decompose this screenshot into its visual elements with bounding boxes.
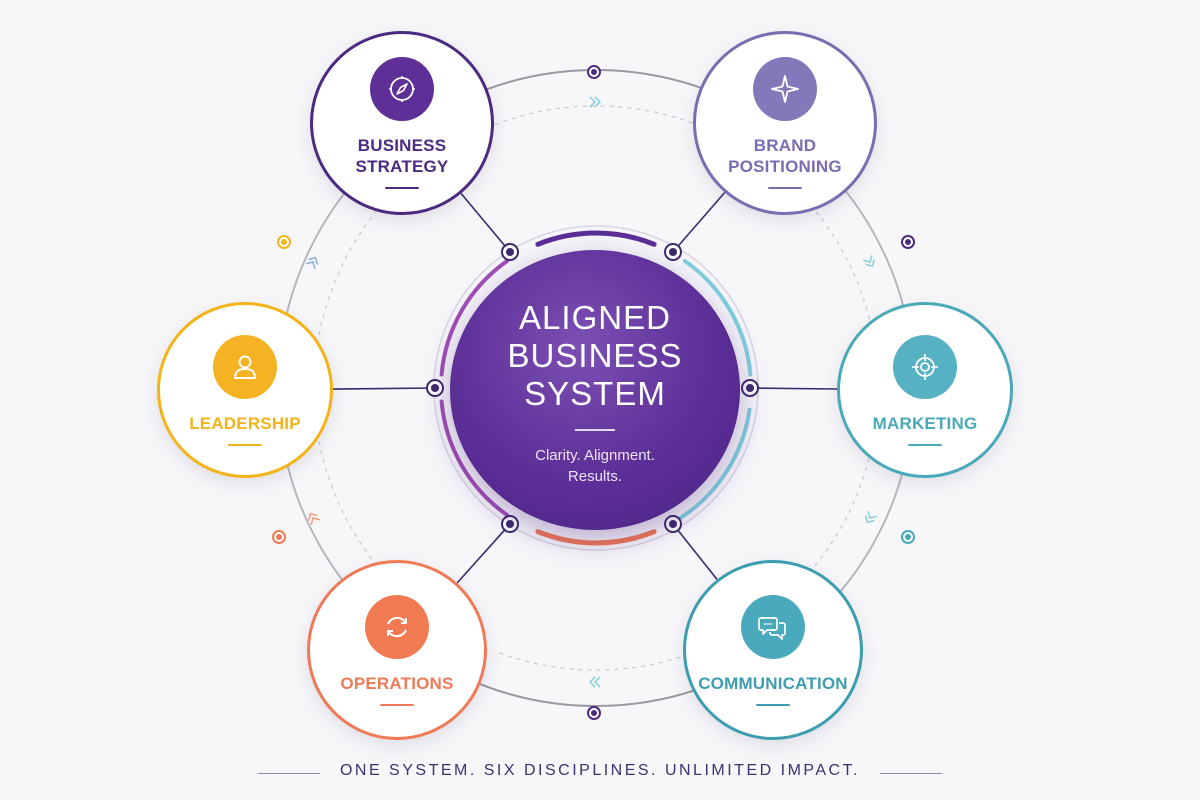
node-label-marketing: MARKETING: [872, 413, 978, 433]
spoke-line-communication: [672, 523, 718, 580]
inner-dashed-ring-segment: [494, 105, 698, 126]
center-accent-arc: [439, 259, 510, 377]
spoke-line-brand: [672, 191, 726, 253]
connector-dot-core: [669, 248, 677, 256]
spoke-line-marketing: [749, 387, 838, 390]
inner-dashed-ring-segment: [316, 202, 384, 344]
inner-dashed-ring-segment: [316, 432, 384, 574]
ring-dot-core: [591, 69, 597, 75]
chevron-arrow-icon: [862, 254, 876, 268]
tagline: ONE SYSTEM. SIX DISCIPLINES. UNLIMITED I…: [339, 762, 861, 779]
node-underline: [380, 703, 414, 706]
center-hub: ALIGNED BUSINESS SYSTEM Clarity. Alignme…: [450, 250, 740, 530]
person-icon: [213, 334, 277, 399]
tagline-rule-left: [258, 773, 320, 774]
spoke-line-leadership: [332, 387, 436, 390]
spoke-line-strategy: [460, 192, 511, 253]
center-title: ALIGNED BUSINESS SYSTEM: [507, 299, 683, 412]
ring-dot-core: [281, 239, 287, 245]
spoke-lines: [332, 191, 838, 584]
compass-icon: [370, 57, 434, 121]
node-label-leadership: LEADERSHIP: [189, 413, 301, 433]
spoke-line-operations: [456, 523, 511, 584]
chevron-arrow-icon: [305, 256, 319, 270]
node-leadership[interactable]: LEADERSHIP: [157, 302, 333, 478]
node-operations[interactable]: OPERATIONS: [307, 560, 487, 740]
ring-dot-core: [276, 534, 282, 540]
node-underline: [228, 443, 262, 446]
tagline-rule-right: [880, 773, 942, 774]
ring-dot-core: [905, 239, 911, 245]
ring-dot-core: [591, 710, 597, 716]
connector-dot-core: [506, 248, 514, 256]
chevron-arrow-icon: [589, 96, 602, 108]
node-strategy[interactable]: BUSINESS STRATEGY: [310, 31, 494, 215]
center-accent-arc: [535, 529, 657, 546]
node-marketing[interactable]: MARKETING: [837, 302, 1013, 478]
node-underline: [385, 187, 419, 189]
sparkle-star-icon: [753, 57, 817, 121]
node-label-operations: OPERATIONS: [340, 673, 454, 693]
node-underline: [908, 443, 942, 446]
center-subtitle: Clarity. Alignment. Results.: [535, 447, 655, 485]
node-label-brand: BRAND POSITIONING: [728, 136, 842, 176]
inner-dashed-ring-segment: [494, 650, 698, 671]
connector-dots: [426, 243, 759, 533]
node-label-strategy: BUSINESS STRATEGY: [355, 136, 449, 176]
node-label-communication: COMMUNICATION: [698, 673, 848, 693]
center-accent-arcs: [433, 225, 759, 551]
chevron-arrow-icon: [307, 512, 321, 526]
chevron-arrow-icon: [588, 676, 601, 688]
connector-dot-core: [669, 520, 677, 528]
connector-dot-core: [506, 520, 514, 528]
node-brand[interactable]: BRAND POSITIONING: [693, 31, 877, 215]
node-underline: [756, 703, 790, 706]
ring-dot-core: [905, 534, 911, 540]
center-accent-arc: [676, 407, 752, 522]
node-underline: [768, 187, 802, 189]
chevron-arrow-icon: [864, 510, 878, 524]
node-communication[interactable]: COMMUNICATION: [683, 560, 863, 740]
center-accent-arc: [682, 259, 753, 377]
center-divider: [575, 429, 615, 431]
refresh-cycle-icon: [365, 594, 429, 659]
connector-dot-core: [431, 384, 439, 392]
chat-bubbles-icon: [741, 594, 805, 659]
connector-dot-core: [746, 384, 754, 392]
center-accent-arc: [439, 399, 510, 517]
target-icon: [893, 334, 957, 399]
center-accent-arc: [535, 230, 657, 247]
